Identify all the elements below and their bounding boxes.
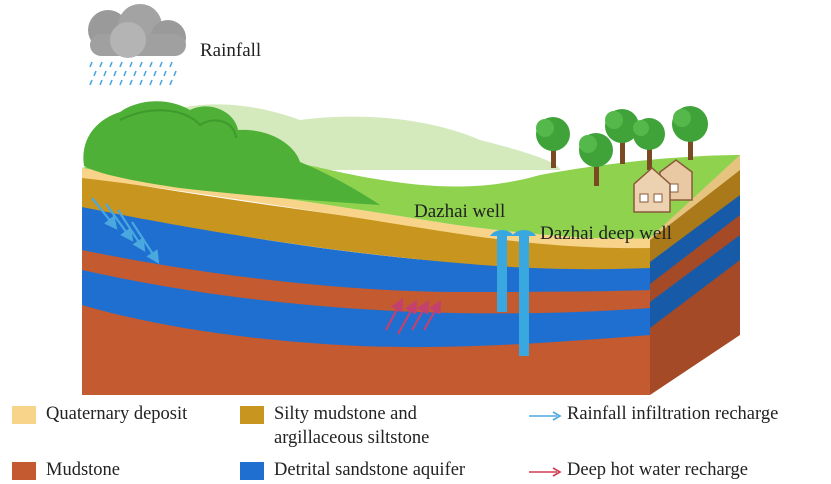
- rain-drop: [163, 70, 167, 77]
- rain-drop: [123, 70, 127, 77]
- legend-label-mudstone: Mudstone: [46, 460, 120, 480]
- rain-drop: [89, 79, 93, 86]
- quaternary-deposit: [82, 168, 650, 249]
- rain-drop: [169, 79, 173, 86]
- block-side-face: [650, 155, 740, 395]
- quaternary-swatch: [12, 406, 36, 424]
- rain-drop: [169, 61, 173, 68]
- rain-drop: [109, 61, 113, 68]
- rain-drop: [149, 61, 153, 68]
- rain-drop: [119, 79, 123, 86]
- legend-label-quaternary: Quaternary deposit: [46, 404, 188, 424]
- rain-drop: [143, 70, 147, 77]
- block-front-face: [82, 168, 650, 395]
- dazhai-deep-well-label: Dazhai deep well: [540, 223, 672, 244]
- house-icon: [633, 166, 671, 213]
- silty-mudstone: [82, 175, 650, 270]
- tree-icon: [605, 109, 639, 164]
- legend-label-aquifer: Detrital sandstone aquifer: [274, 460, 466, 480]
- rain-icon: [89, 61, 177, 86]
- dazhai-deep-well-icon: [512, 230, 536, 356]
- dazhai-well-label: Dazhai well: [414, 201, 505, 222]
- rainfall-infiltration-arrows: [91, 197, 160, 264]
- rainfall-label: Rainfall: [200, 40, 261, 61]
- rain-drop: [89, 61, 93, 68]
- rain-drop: [129, 79, 133, 86]
- legend-label-silty-line2: argillaceous siltstone: [274, 428, 430, 448]
- rain-drop: [113, 70, 117, 77]
- legend-label-hot-water: Deep hot water recharge: [567, 460, 748, 480]
- legend: Quaternary deposit Silty mudstone and ar…: [0, 396, 831, 484]
- legend-item-rainfall-recharge: Rainfall infiltration recharge: [527, 402, 778, 426]
- rain-drop: [129, 61, 133, 68]
- legend-item-hot-water: Deep hot water recharge: [527, 458, 748, 482]
- mudstone-swatch: [12, 462, 36, 480]
- silty-swatch: [240, 406, 264, 424]
- blue-arrow-icon: [529, 411, 562, 421]
- legend-item-quaternary: Quaternary deposit: [12, 402, 187, 426]
- forest-mass: [83, 101, 380, 205]
- trees: [536, 106, 708, 186]
- aquifer-swatch: [240, 462, 264, 480]
- rain-drop: [153, 70, 157, 77]
- dazhai-well-icon: [490, 230, 514, 312]
- legend-label-silty-line1: Silty mudstone and: [274, 404, 417, 424]
- tree-icon: [672, 106, 708, 160]
- aquifer-upper: [82, 205, 650, 292]
- rain-drop: [159, 79, 163, 86]
- rain-drop: [119, 61, 123, 68]
- rain-drop: [159, 61, 163, 68]
- rain-drop: [109, 79, 113, 86]
- rain-drop: [99, 61, 103, 68]
- cloud-icon: [88, 4, 186, 58]
- legend-item-mudstone: Mudstone: [12, 458, 120, 482]
- rain-drop: [133, 70, 137, 77]
- rain-drop: [173, 70, 177, 77]
- rain-drop: [93, 70, 97, 77]
- rain-drop: [149, 79, 153, 86]
- tree-icon: [536, 117, 570, 168]
- rain-drop: [99, 79, 103, 86]
- legend-label-rainfall-recharge: Rainfall infiltration recharge: [567, 404, 779, 424]
- mudstone-middle: [82, 248, 650, 314]
- deep-hot-water-arrows: [385, 298, 442, 335]
- tree-icon: [579, 133, 613, 186]
- red-arrow-icon: [529, 467, 562, 477]
- legend-item-aquifer: Detrital sandstone aquifer: [240, 458, 465, 482]
- legend-item-silty: Silty mudstone and argillaceous siltston…: [240, 402, 429, 450]
- terrain-top: [82, 101, 740, 239]
- tree-icon: [633, 118, 665, 170]
- rain-drop: [139, 79, 143, 86]
- rain-drop: [103, 70, 107, 77]
- aquifer-lower: [82, 268, 650, 348]
- rain-drop: [139, 61, 143, 68]
